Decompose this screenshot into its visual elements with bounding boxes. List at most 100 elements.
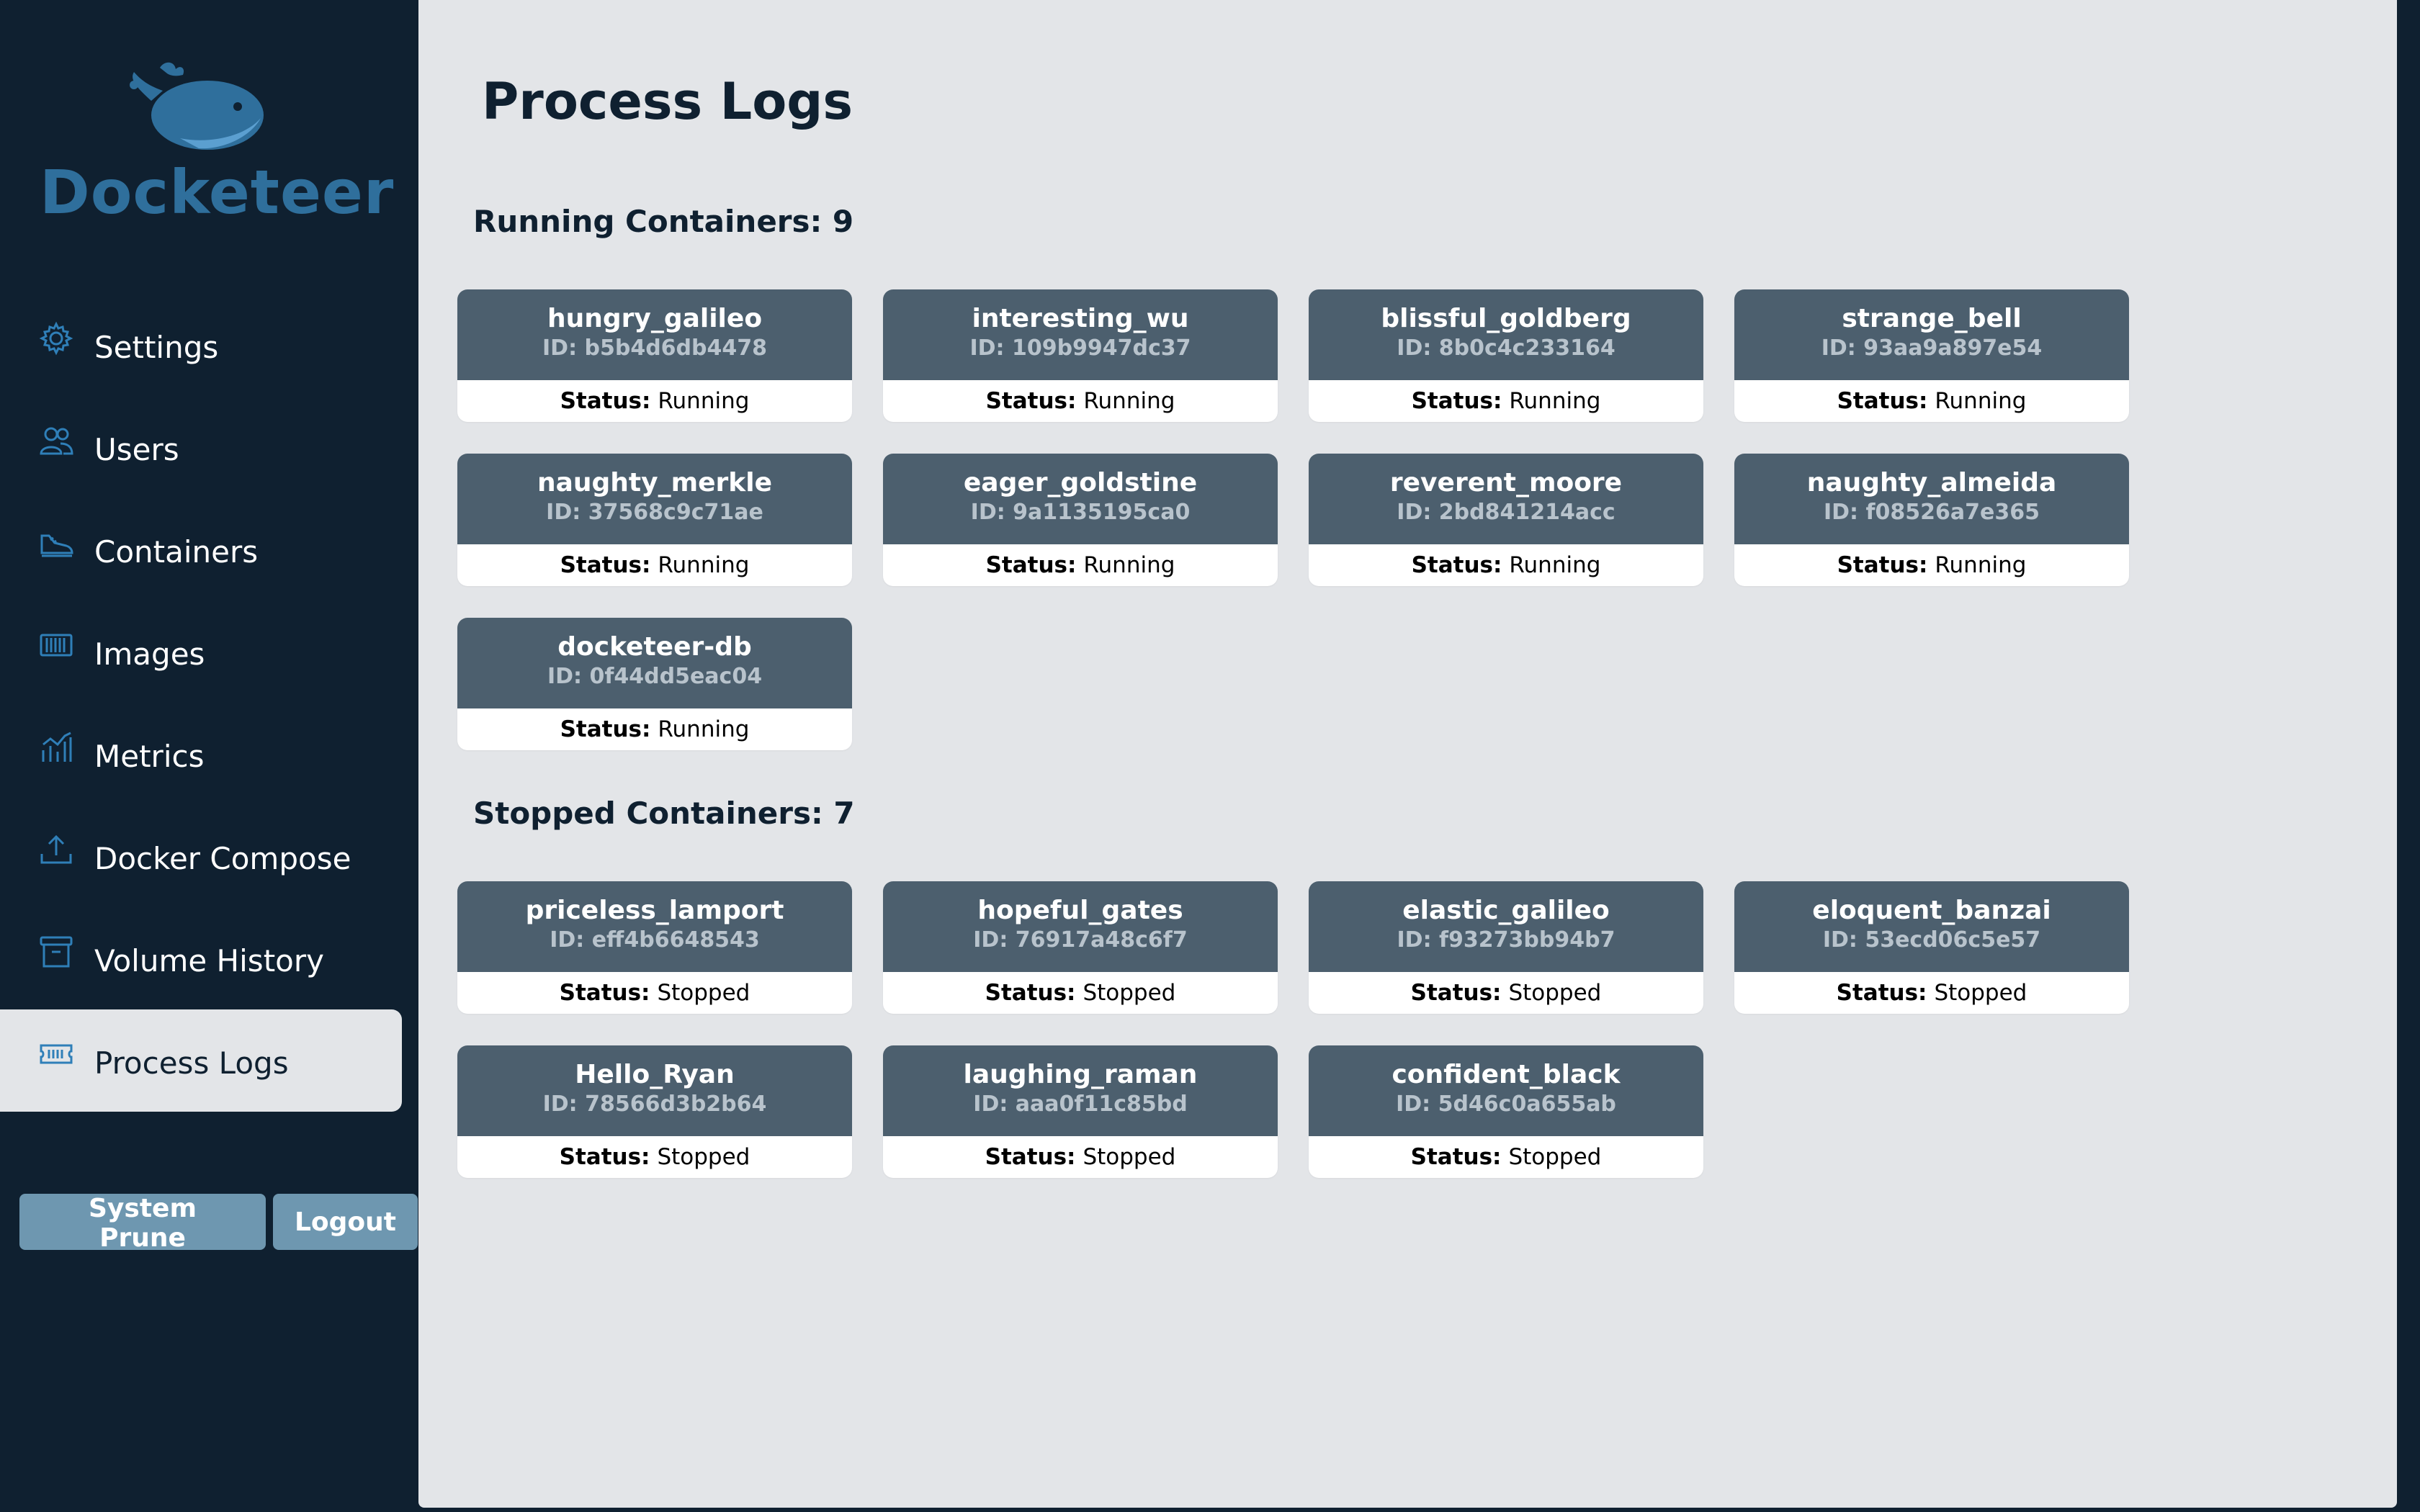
container-id: ID: aaa0f11c85bd [973, 1092, 1188, 1117]
sidebar-item-label: Volume History [94, 943, 324, 978]
container-status: Status:Running [1309, 380, 1703, 422]
main-content: Process Logs Running Containers: 9 hungr… [418, 0, 2397, 1508]
container-name: priceless_lamport [525, 896, 784, 925]
status-value: Running [1083, 552, 1175, 578]
running-containers-heading: Running Containers: 9 [473, 204, 854, 239]
stopped-containers-heading: Stopped Containers: 7 [473, 796, 855, 831]
ticket-icon [37, 1035, 75, 1073]
container-status: Status:Running [1309, 544, 1703, 586]
sidebar-item-label: Settings [94, 330, 219, 365]
container-id: ID: 93aa9a897e54 [1821, 336, 2043, 361]
container-id: ID: 109b9947dc37 [969, 336, 1191, 361]
sidebar: Docketeer Settings Users [0, 0, 418, 1512]
container-id: ID: 8b0c4c233164 [1397, 336, 1615, 361]
container-id: ID: 78566d3b2b64 [542, 1092, 767, 1117]
container-status: Status:Running [457, 544, 852, 586]
status-label: Status: [1410, 1144, 1502, 1170]
container-status: Status:Stopped [457, 972, 852, 1014]
status-label: Status: [559, 980, 650, 1006]
sidebar-item-label: Images [94, 636, 205, 672]
container-id: ID: eff4b6648543 [550, 927, 760, 953]
status-label: Status: [559, 1144, 650, 1170]
container-id: ID: 9a1135195ca0 [970, 500, 1191, 525]
container-id: ID: 37568c9c71ae [546, 500, 763, 525]
status-value: Running [1509, 388, 1601, 414]
container-name: elastic_galileo [1402, 896, 1610, 925]
whale-icon [130, 62, 264, 150]
container-name: confident_black [1392, 1060, 1621, 1089]
container-status: Status:Stopped [1734, 972, 2129, 1014]
container-id: ID: 76917a48c6f7 [973, 927, 1188, 953]
sidebar-item-images[interactable]: Images [0, 600, 418, 703]
logout-button[interactable]: Logout [272, 1194, 418, 1250]
container-name: hungry_galileo [547, 304, 763, 333]
page-title: Process Logs [482, 72, 853, 131]
sidebar-item-volume-history[interactable]: Volume History [0, 907, 418, 1009]
container-status: Status:Stopped [883, 972, 1278, 1014]
sidebar-item-label: Containers [94, 534, 259, 570]
status-label: Status: [1837, 388, 1928, 414]
status-label: Status: [985, 388, 1077, 414]
shoe-icon [37, 524, 75, 562]
container-id: ID: 5d46c0a655ab [1396, 1092, 1616, 1117]
container-name: laughing_raman [963, 1060, 1198, 1089]
status-label: Status: [1410, 980, 1502, 1006]
status-label: Status: [985, 552, 1077, 578]
sidebar-item-docker-compose[interactable]: Docker Compose [0, 805, 418, 907]
container-status: Status:Running [883, 544, 1278, 586]
status-value: Stopped [1508, 980, 1602, 1006]
container-status: Status:Stopped [1309, 972, 1703, 1014]
chart-icon [37, 729, 75, 766]
status-label: Status: [560, 552, 651, 578]
status-value: Running [658, 716, 750, 742]
sidebar-item-users[interactable]: Users [0, 396, 418, 498]
sidebar-item-label: Docker Compose [94, 841, 351, 876]
sidebar-buttons: System Prune Logout [19, 1194, 418, 1253]
container-name: blissful_goldberg [1381, 304, 1631, 333]
system-prune-button[interactable]: System Prune [19, 1194, 266, 1253]
container-icon [37, 626, 75, 664]
status-label: Status: [1837, 552, 1928, 578]
status-label: Status: [985, 980, 1076, 1006]
status-label: Status: [560, 716, 651, 742]
status-value: Stopped [657, 1144, 750, 1170]
sidebar-item-label: Metrics [94, 739, 205, 774]
sidebar-item-settings[interactable]: Settings [0, 294, 418, 396]
container-id: ID: f08526a7e365 [1823, 500, 2040, 525]
sidebar-item-process-logs[interactable]: Process Logs [0, 1009, 402, 1112]
status-value: Running [1935, 388, 2027, 414]
container-id: ID: 53ecd06c5e57 [1822, 927, 2041, 953]
sidebar-item-label: Users [94, 432, 179, 467]
status-label: Status: [1836, 980, 1927, 1006]
container-id: ID: 0f44dd5eac04 [547, 664, 763, 689]
container-name: eloquent_banzai [1812, 896, 2051, 925]
sidebar-item-metrics[interactable]: Metrics [0, 703, 418, 805]
container-name: eager_goldstine [963, 468, 1198, 498]
container-status: Status:Stopped [1309, 1136, 1703, 1178]
sidebar-item-containers[interactable]: Containers [0, 498, 418, 600]
